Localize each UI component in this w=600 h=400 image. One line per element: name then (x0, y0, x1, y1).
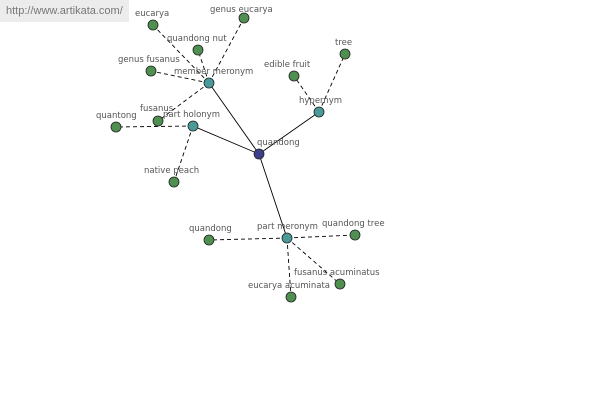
word-node-genus-eucarya[interactable] (238, 12, 250, 24)
word-node-genus-eucarya-label[interactable]: genus eucarya (210, 5, 273, 15)
edge-quandong-2 (208, 237, 288, 241)
word-node-genus-fusanus[interactable] (145, 65, 157, 77)
word-node-quandong-tree-label[interactable]: quandong tree (322, 219, 385, 229)
word-node-edible-fruit[interactable] (288, 70, 300, 82)
edge-fusanus-acuminatus (286, 237, 341, 285)
edge-member-meronym (208, 82, 260, 155)
word-node-quantong-label[interactable]: quantong (96, 111, 137, 121)
word-node-quandong-2-label[interactable]: quandong (189, 224, 232, 234)
site-url-watermark[interactable]: http://www.artikata.com/ (0, 0, 129, 22)
word-node-native-peach-label[interactable]: native peach (144, 166, 199, 176)
word-node-genus-fusanus-label[interactable]: genus fusanus (118, 55, 180, 65)
edge-native-peach (173, 125, 194, 183)
center-node-quandong[interactable] (253, 148, 265, 160)
graph-nodes (110, 12, 361, 303)
edge-fusanus (157, 82, 210, 122)
edge-genus-fusanus (150, 70, 210, 84)
word-node-fusanus-acuminatus-label[interactable]: fusanus acuminatus (294, 268, 380, 278)
edge-part-holonym (192, 125, 260, 155)
center-node-quandong-label[interactable]: quandong (257, 138, 300, 148)
edge-part-meronym (258, 153, 288, 239)
edge-quantong (115, 125, 194, 128)
word-node-tree-label[interactable]: tree (335, 38, 352, 48)
graph-edges (115, 17, 356, 298)
word-node-quantong[interactable] (110, 121, 122, 133)
word-node-tree[interactable] (339, 48, 351, 60)
word-node-quandong-2[interactable] (203, 234, 215, 246)
word-node-eucarya-acuminata-label[interactable]: eucarya acuminata (248, 281, 330, 291)
edge-quandong-nut (197, 49, 210, 84)
word-node-quandong-nut[interactable] (192, 44, 204, 56)
edge-tree (318, 53, 346, 113)
edge-edible-fruit (293, 75, 320, 113)
word-node-fusanus[interactable] (152, 115, 164, 127)
edge-eucarya-acuminata (286, 237, 292, 298)
word-node-quandong-tree[interactable] (349, 229, 361, 241)
relation-node-member-meronym-label[interactable]: member meronym (174, 67, 253, 77)
word-node-fusanus-label[interactable]: fusanus (140, 104, 174, 114)
relation-node-part-holonym-label[interactable]: part holonym (163, 110, 220, 120)
graph-labels: member meronym part holonym hypernym part m… (96, 5, 385, 291)
word-node-eucarya-label[interactable]: eucarya (135, 9, 169, 19)
edge-hypernym (258, 111, 320, 155)
word-node-native-peach[interactable] (168, 176, 180, 188)
edge-genus-eucarya (208, 17, 245, 84)
edge-quandong-tree (286, 234, 356, 239)
word-node-eucarya[interactable] (147, 19, 159, 31)
relation-node-part-meronym-label[interactable]: part meronym (257, 222, 318, 232)
word-node-fusanus-acuminatus[interactable] (334, 278, 346, 290)
relation-node-hypernym-label[interactable]: hypernym (299, 96, 342, 106)
relation-node-member-meronym[interactable] (203, 77, 215, 89)
relation-node-part-meronym[interactable] (281, 232, 293, 244)
relation-node-hypernym[interactable] (313, 106, 325, 118)
word-node-quandong-nut-label[interactable]: quandong nut (167, 34, 227, 44)
relation-node-part-holonym[interactable] (187, 120, 199, 132)
word-node-eucarya-acuminata[interactable] (285, 291, 297, 303)
word-node-edible-fruit-label[interactable]: edible fruit (264, 60, 311, 70)
